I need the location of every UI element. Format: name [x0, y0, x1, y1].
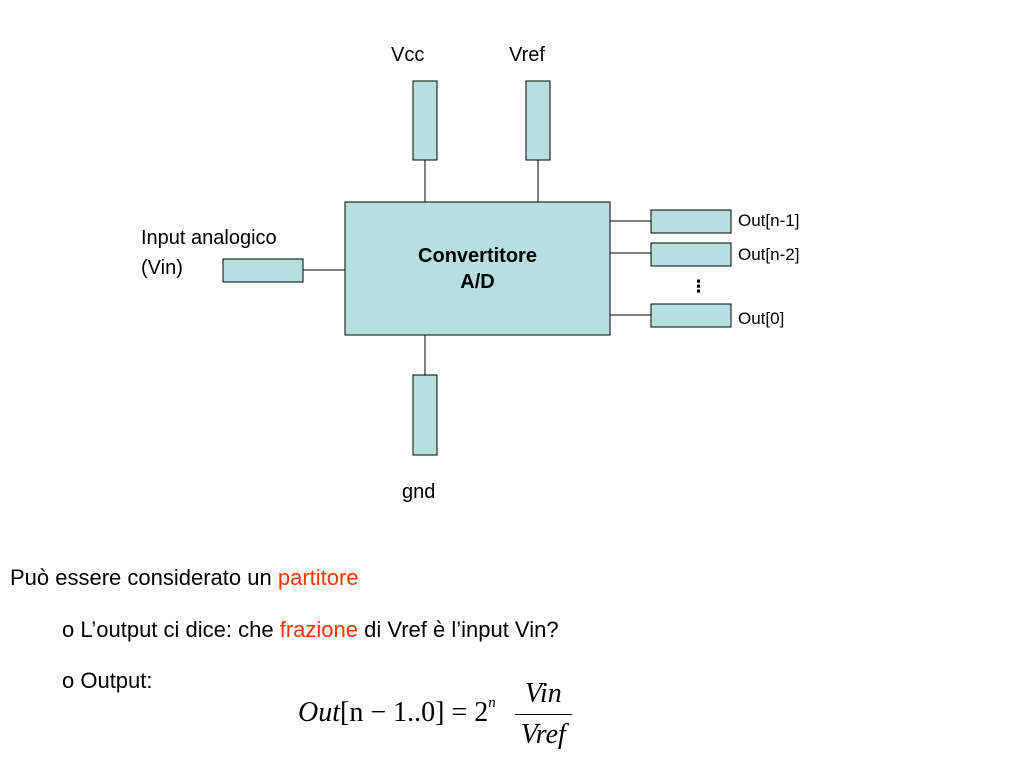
formula-base: 2 — [474, 696, 489, 728]
gnd-pin — [412, 374, 438, 456]
ellipsis-label: ⋮ — [690, 277, 707, 296]
text-line-2-prefix: o L’output ci dice: che — [62, 617, 280, 642]
vcc-label: Vcc — [391, 44, 425, 66]
out-second-label: Out[n-2] — [738, 245, 800, 264]
highlight-frazione: frazione — [279, 617, 358, 642]
input-label-line2: (Vin) — [141, 257, 183, 279]
text-line-1-prefix: Può essere considerato un — [10, 565, 278, 590]
vcc-pin — [412, 80, 438, 161]
text-line-2: o L’output ci dice: che frazione di Vref… — [62, 617, 559, 643]
gnd-label: gnd — [402, 481, 436, 503]
converter-title: Convertitore A/D — [345, 243, 610, 295]
text-line-2-suffix: di Vref è l’input Vin? — [357, 617, 559, 642]
formula-exponent: n — [488, 694, 496, 711]
highlight-partitore: partitore — [277, 565, 359, 590]
out-second-pin — [650, 242, 732, 267]
input-label-line1: Input analogico — [141, 227, 277, 249]
formula-lhs-index: [n − 1..0] — [340, 696, 445, 728]
text-line-3: o Output: — [62, 668, 153, 693]
formula-numerator: Vin — [514, 678, 572, 715]
formula-denominator: Vref — [520, 719, 566, 750]
converter-title-line2: A/D — [460, 271, 495, 293]
input-pin — [222, 258, 304, 283]
vref-label: Vref — [509, 44, 545, 66]
out-zero-label: Out[0] — [738, 309, 785, 328]
text-line-1: Può essere considerato un partitore — [10, 565, 359, 591]
converter-block — [344, 201, 611, 336]
output-formula: Out[n − 1..0] = 2n Vin Vref — [298, 678, 572, 751]
vref-pin — [525, 80, 551, 161]
out-top-pin — [650, 209, 732, 234]
formula-lhs-name: Out — [298, 696, 340, 728]
formula-equals: = — [451, 696, 468, 728]
out-zero-pin — [650, 303, 732, 328]
out-top-label: Out[n-1] — [738, 211, 800, 230]
formula-fraction: Vin Vref — [514, 678, 572, 751]
converter-title-line1: Convertitore — [418, 245, 537, 267]
adc-diagram — [222, 80, 732, 456]
